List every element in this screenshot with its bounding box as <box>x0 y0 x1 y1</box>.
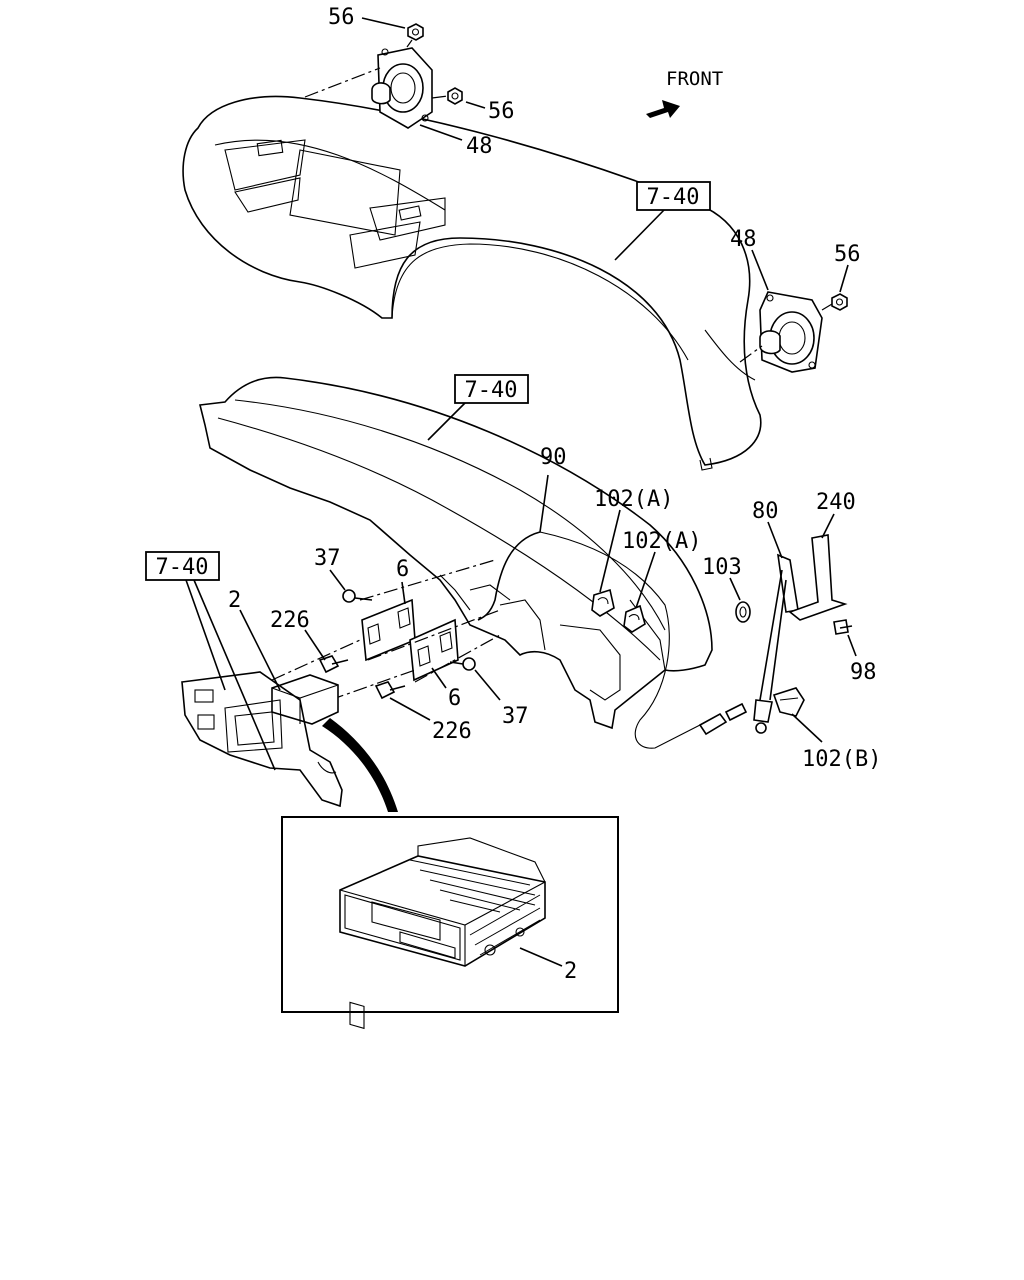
bracket-240 <box>788 534 848 621</box>
screw-37-upper <box>342 589 373 603</box>
callout-37-lower: 37 <box>502 704 529 729</box>
side-panel <box>181 671 343 808</box>
ref-box-upper-dash-label: 7-40 <box>647 185 700 210</box>
callout-80: 80 <box>752 499 779 524</box>
callout-226-lower: 226 <box>432 719 472 744</box>
callout-56-mid: 56 <box>488 99 515 124</box>
front-arrow-icon <box>646 100 680 118</box>
screw-37-lower <box>449 657 476 671</box>
ref-box-side-panel[interactable] <box>145 551 220 581</box>
radio-2-detail <box>339 837 546 1030</box>
callout-37-upper: 37 <box>314 546 341 571</box>
screw-98 <box>833 619 853 635</box>
antenna-cable-90 <box>477 474 748 749</box>
callout-102b: 102(B) <box>802 747 881 772</box>
upper-dash-trim <box>182 95 762 471</box>
instrument-panel <box>199 376 713 730</box>
callout-98: 98 <box>850 660 877 685</box>
callout-102a-upper: 102(A) <box>594 487 673 512</box>
callout-48-right: 48 <box>730 227 757 252</box>
nut-56-mid <box>447 87 463 105</box>
callout-6-upper: 6 <box>396 557 409 582</box>
callout-102a-lower: 102(A) <box>622 529 701 554</box>
bracket-6-upper <box>361 598 416 662</box>
front-label: FRONT <box>666 68 723 90</box>
callout-6-lower: 6 <box>448 686 461 711</box>
nut-56-top <box>407 23 424 41</box>
ref-box-instrument-panel[interactable] <box>454 374 529 404</box>
speaker-48-right <box>759 291 823 373</box>
bolt-226-lower <box>374 681 406 700</box>
callout-103: 103 <box>702 555 742 580</box>
callout-226-upper: 226 <box>270 608 310 633</box>
callout-56-top: 56 <box>328 5 355 30</box>
speaker-48-top <box>371 47 433 129</box>
callout-240: 240 <box>816 490 856 515</box>
ref-box-side-panel-label: 7-40 <box>156 555 209 580</box>
callout-56-right: 56 <box>834 242 861 267</box>
grommet-103 <box>735 601 751 623</box>
nut-56-right <box>831 293 848 311</box>
clip-102a-lower <box>623 604 646 633</box>
callout-2: 2 <box>228 588 241 613</box>
ref-box-instrument-panel-label: 7-40 <box>465 378 518 403</box>
callout-90: 90 <box>540 445 567 470</box>
ref-box-upper-dash[interactable] <box>636 181 711 211</box>
clip-102b <box>772 687 805 717</box>
callout-48-left: 48 <box>466 134 493 159</box>
callout-2-detail: 2 <box>564 959 577 984</box>
clip-102a-upper <box>591 588 615 617</box>
radio-2 <box>271 674 339 725</box>
detail-arrow-icon <box>322 718 398 812</box>
